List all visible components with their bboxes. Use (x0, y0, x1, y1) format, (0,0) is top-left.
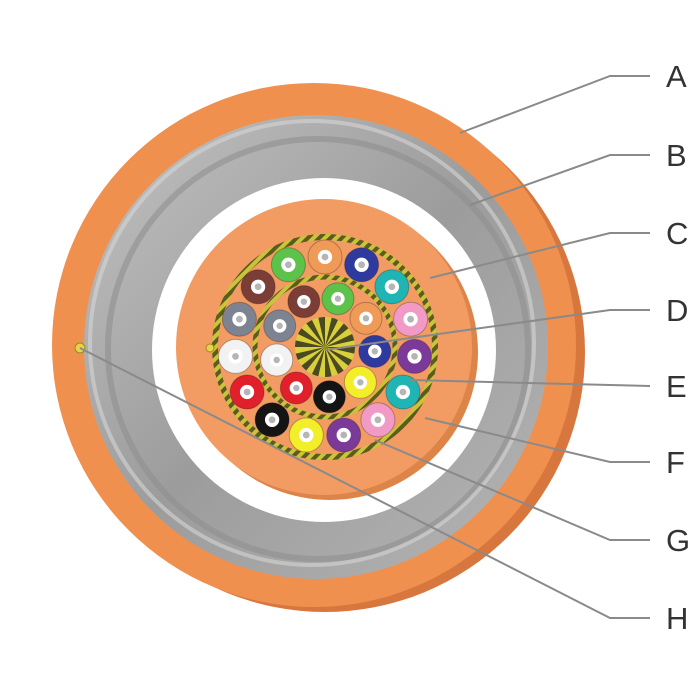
armor-highlight (88, 119, 536, 567)
fiber-violet (326, 417, 362, 453)
fiber-red (279, 371, 313, 405)
fiber-core (302, 431, 310, 439)
fiber-white (217, 338, 253, 374)
label-b: B (666, 138, 687, 173)
label-c: C (666, 216, 688, 251)
fiber-blue (344, 247, 380, 283)
fiber-core (268, 416, 276, 424)
label-e: E (666, 369, 687, 404)
fiber-core (276, 322, 283, 330)
central-member-strand (301, 347, 325, 371)
fiber-rose (360, 402, 396, 438)
fiber-brown (287, 285, 321, 319)
leader-line-b (469, 154, 650, 206)
fiber-brown (240, 269, 276, 305)
central-member-strand (306, 319, 325, 347)
fiber-green (270, 247, 306, 283)
fiber-core (321, 253, 329, 261)
fiber-core (293, 384, 300, 392)
label-h: H (666, 601, 688, 636)
fiber-core (243, 388, 251, 396)
leader-line-e (409, 379, 651, 387)
fiber-core (374, 416, 382, 424)
fiber-core (407, 315, 414, 323)
leader-line-f (424, 417, 650, 463)
fiber-core (362, 315, 370, 322)
fiber-core (334, 295, 342, 302)
fiber-black (254, 402, 290, 438)
fiber-blue (358, 334, 392, 368)
central-member-strand (311, 347, 325, 377)
fiber-core (254, 283, 262, 291)
fiber-core (388, 283, 396, 291)
label-g: G (666, 523, 690, 558)
fiber-core (300, 298, 308, 305)
fiber-violet (397, 338, 433, 374)
fiber-core (284, 261, 292, 269)
fiber-core (399, 388, 407, 396)
leader-line-a (459, 75, 650, 134)
central-member-strand (325, 333, 355, 347)
callout-labels: A B C D E F G H (666, 59, 690, 636)
fiber-core (326, 393, 333, 401)
leader-line-g (374, 439, 650, 541)
fiber-core (236, 315, 243, 323)
fiber-core (358, 261, 366, 269)
leader-line-d (324, 309, 650, 351)
ripcord-inner (205, 343, 215, 353)
central-strength-member (295, 317, 355, 378)
fiber-yellow (288, 417, 324, 453)
central-member-strand (297, 328, 325, 347)
armor-inner-shadow (105, 136, 531, 562)
fiber-aqua (374, 269, 410, 305)
fiber-yellow (343, 365, 377, 399)
fiber-rose (393, 301, 429, 337)
fiber-red (229, 374, 265, 410)
central-member-strand (325, 347, 332, 378)
fiber-black (312, 380, 346, 414)
fiber-core (273, 356, 280, 364)
central-member-strand (325, 347, 353, 366)
central-member-strand (325, 323, 349, 347)
inner-fiber-ring (260, 282, 392, 414)
central-member-strand (295, 347, 325, 361)
fiber-core (357, 379, 364, 386)
central-member-strand (325, 317, 339, 347)
leader-lines (79, 75, 651, 619)
fiber-orange (349, 301, 383, 335)
fiber-core (371, 348, 379, 355)
fiber-white (260, 343, 294, 377)
fiber-core (411, 353, 418, 360)
fiber-aqua (385, 374, 421, 410)
leader-line-h (79, 347, 650, 619)
outer-fiber-ring (217, 239, 433, 453)
label-d: D (666, 293, 688, 328)
fiber-core (340, 431, 348, 439)
central-member-strand (318, 317, 325, 347)
fiber-slate (263, 309, 297, 343)
label-f: F (666, 445, 685, 480)
central-member-strand (295, 340, 325, 347)
fiber-core (232, 353, 239, 360)
fiber-green (321, 282, 355, 316)
leader-line-c (429, 232, 650, 279)
central-member-strand (325, 347, 344, 375)
fiber-slate (221, 301, 257, 337)
label-a: A (666, 59, 687, 94)
fiber-orange (307, 239, 343, 275)
